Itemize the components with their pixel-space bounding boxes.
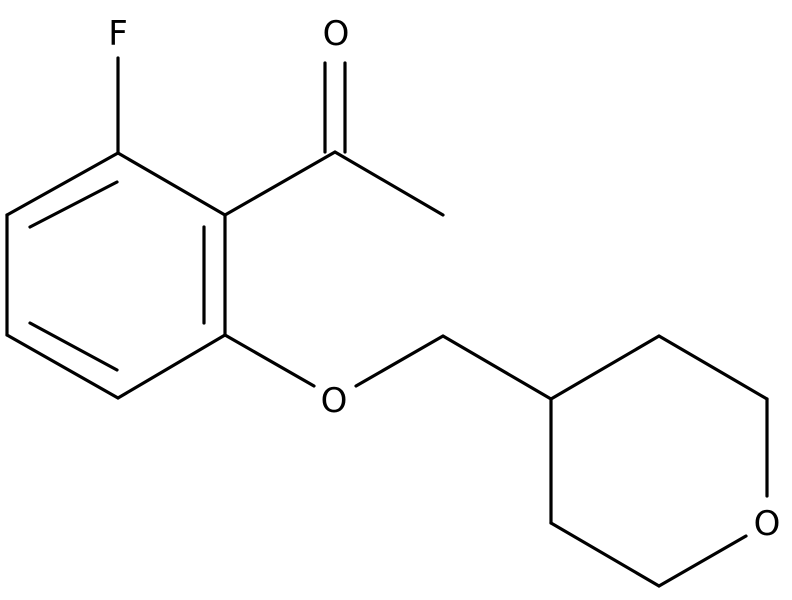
tetrahydropyran-ring: O — [549, 334, 781, 588]
bond-carbonyl-methyl — [333, 150, 445, 217]
bond-c2-c3 — [5, 151, 120, 217]
carbonyl-oxygen-label: O — [323, 14, 350, 54]
bond-ch2-ring-carbon — [441, 334, 553, 401]
bond-thp-c4-c3 — [549, 334, 661, 401]
bond-c4-c5-inner — [28, 321, 119, 372]
bond-thp-c3-c2 — [657, 334, 769, 401]
acetyl-group: O — [223, 14, 445, 217]
bond-c2-c3-inner — [28, 180, 119, 229]
bond-thp-c6-c5 — [549, 521, 661, 588]
bond-c1-c2 — [116, 151, 227, 217]
bond-c4-c5 — [5, 333, 120, 400]
ether-linkage: O — [223, 333, 553, 421]
bond-ether-oxygen-ch2 — [354, 334, 445, 388]
bond-c5-c6 — [116, 333, 227, 400]
bond-c1-carbonyl-carbon — [223, 150, 337, 217]
bond-c6-ether-oxygen — [223, 333, 316, 388]
ring-oxygen-label: O — [754, 504, 781, 544]
ether-oxygen-label: O — [321, 381, 348, 421]
fluorine-atom-label: F — [108, 14, 128, 54]
benzene-ring — [5, 151, 227, 400]
bond-thp-oxygen-c6 — [657, 534, 748, 588]
